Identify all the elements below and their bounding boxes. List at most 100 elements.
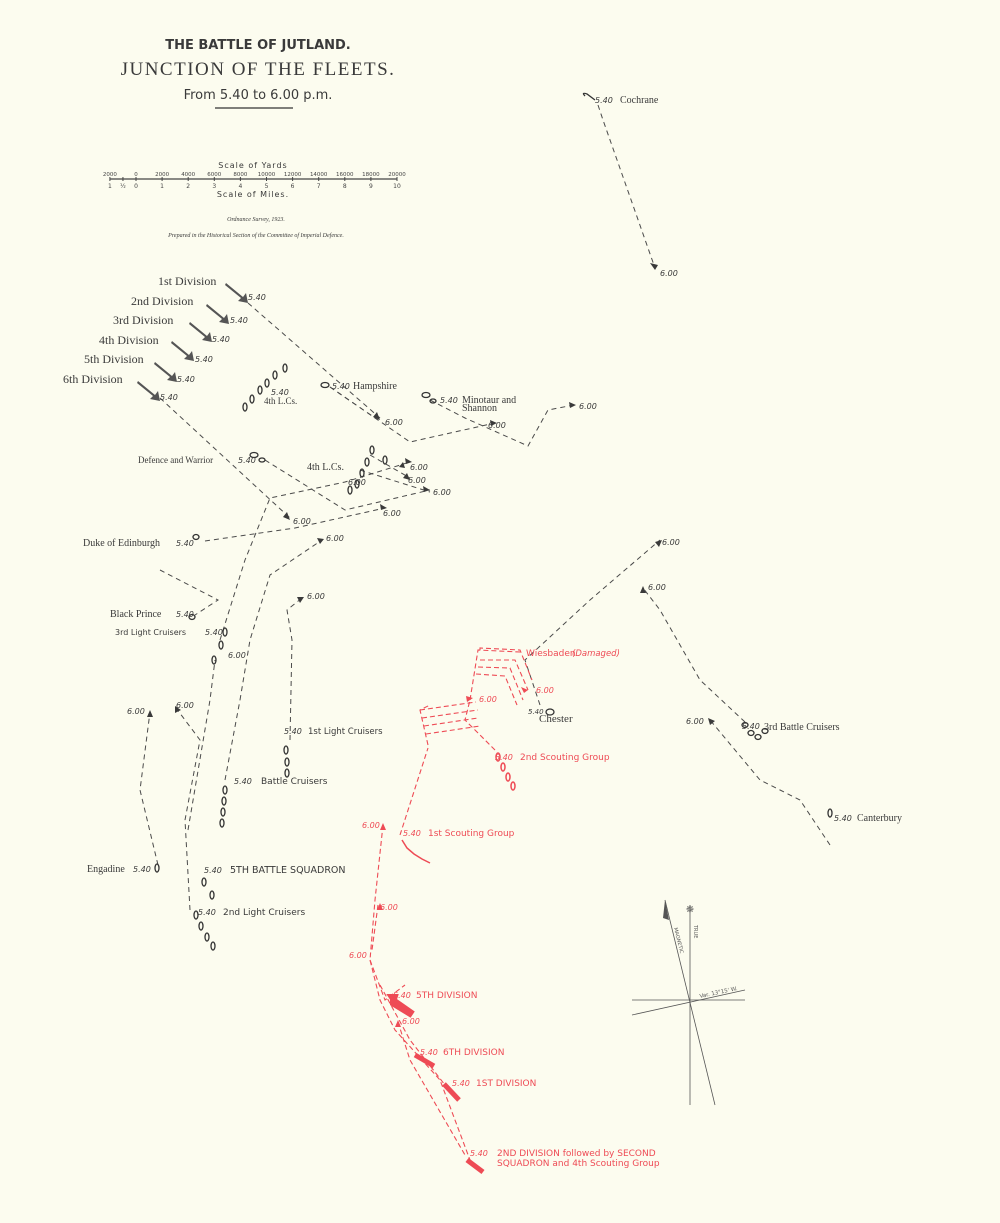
label-duke-of-edinburgh: Duke of Edinburgh	[83, 538, 160, 549]
time-label: 6.00	[383, 509, 401, 518]
label-2nd-scouting-group: 2nd Scouting Group	[520, 753, 610, 763]
label-shannon: Shannon	[462, 403, 497, 414]
scale-miles-label: Scale of Miles.	[217, 190, 289, 199]
title-block: THE BATTLE OF JUTLAND. JUNCTION OF THE F…	[121, 38, 396, 109]
label-wiesbaden: Wiesbaden	[526, 649, 576, 659]
time-label: 6.00	[479, 695, 497, 704]
time-label: 6.00	[326, 534, 344, 543]
time-label: 5.40	[230, 316, 248, 325]
grand-fleet-arrows	[137, 283, 248, 401]
time-label: 5.40	[271, 388, 289, 397]
mile-tick-label: 8	[343, 183, 347, 190]
time-label: 5.40	[528, 708, 544, 716]
mile-tick-label: 9	[369, 183, 373, 190]
time-label: 6.00	[293, 517, 311, 526]
yard-tick-label: 8000	[233, 172, 247, 178]
time-label: 5.40	[403, 829, 421, 838]
time-label: 5.40	[742, 722, 760, 731]
time-label: 5.40	[205, 628, 223, 637]
compass-rose: ✵ TRUE MAGNETIC Var. 13°15' W.	[631, 899, 746, 1106]
time-label: 5.40	[160, 393, 178, 402]
label-minotaur: Minotaur and	[462, 395, 516, 406]
label-3rd-battle-cruisers: 3rd Battle Cruisers	[764, 722, 840, 733]
time-label: 6.00	[579, 402, 597, 411]
mile-tick-label: 5	[265, 183, 269, 190]
credit-prepared: Prepared in the Historical Section of th…	[167, 232, 344, 239]
label-defence-warrior: Defence and Warrior	[138, 455, 213, 465]
time-label: 6.00	[662, 538, 680, 547]
time-label: 5.40	[133, 865, 151, 874]
time-label: 5.40	[195, 355, 213, 364]
time-label: 5.40	[198, 908, 216, 917]
yard-tick-label: 6000	[207, 172, 221, 178]
label-battle-cruisers: Battle Cruisers	[261, 777, 328, 787]
time-label: 5.40	[212, 335, 230, 344]
time-label: 5.40	[393, 991, 411, 1000]
label-variation: Var. 13°15' W.	[699, 986, 738, 1000]
label-4th-lcs-2: 4th L.Cs.	[307, 462, 344, 473]
time-label: 5.40	[495, 753, 513, 762]
time-label: 6.00	[488, 421, 506, 430]
time-label: 5.40	[595, 96, 613, 105]
time-label: 5.40	[452, 1079, 470, 1088]
time-label: 5.40	[284, 727, 302, 736]
time-label: 5.40	[834, 814, 852, 823]
label-magnetic: MAGNETIC	[672, 927, 684, 955]
label-2nd-division: 2nd Division	[131, 294, 193, 308]
scale-yards-label: Scale of Yards	[218, 161, 287, 170]
label-german-5th-division: 5TH DIVISION	[416, 991, 477, 1001]
label-german-2nd-division: 2ND DIVISION followed by SECOND	[497, 1149, 656, 1159]
time-label: 5.40	[470, 1149, 488, 1158]
label-chester: Chester	[539, 713, 573, 725]
time-label: 6.00	[127, 707, 145, 716]
mile-tick-label: 2	[186, 183, 190, 190]
mile-tick-label: 4	[238, 183, 242, 190]
time-label: 5.40	[204, 866, 222, 875]
time-label: 6.00	[408, 476, 426, 485]
mile-tick-label: 7	[317, 183, 321, 190]
label-german-2nd-division-2: SQUADRON and 4th Scouting Group	[497, 1159, 660, 1169]
mile-tick-label: 1	[160, 183, 164, 190]
yard-tick-label: 12000	[284, 172, 302, 178]
yard-tick-label: 10000	[258, 172, 276, 178]
yard-tick-label: 4000	[181, 172, 195, 178]
mile-tick-label: 6	[291, 183, 295, 190]
label-cochrane: Cochrane	[620, 95, 659, 106]
mile-tick-label: 0	[134, 183, 138, 190]
label-5th-battle-squadron: 5TH BATTLE SQUADRON	[230, 865, 346, 876]
title-line1: THE BATTLE OF JUTLAND.	[165, 38, 351, 53]
time-label: 6.00	[660, 269, 678, 278]
time-label: 6.00	[380, 903, 398, 912]
time-label: 5.40	[332, 382, 350, 391]
title-line3: From 5.40 to 6.00 p.m.	[184, 88, 333, 103]
time-label: 6.00	[385, 418, 403, 427]
time-label: 6.00	[228, 651, 246, 660]
time-label: 5.40	[176, 539, 194, 548]
time-label: 5.40	[248, 293, 266, 302]
label-engadine: Engadine	[87, 864, 125, 875]
label-1st-scouting-group: 1st Scouting Group	[428, 829, 515, 839]
label-2nd-light-cruisers: 2nd Light Cruisers	[223, 908, 305, 918]
british-labels: 5.40 Cochrane 6.00 1st Division 2nd Divi…	[63, 95, 902, 918]
time-label: 6.00	[349, 951, 367, 960]
credits: Ordnance Survey, 1923. Prepared in the H…	[167, 217, 344, 239]
scale-bar: Scale of Yards Scale of Miles. 2000 0 2000…	[103, 161, 406, 199]
time-label: 5.40	[238, 456, 256, 465]
label-3rd-division: 3rd Division	[113, 313, 173, 327]
yard-tick-label: 2000	[103, 172, 117, 178]
yard-tick-label: 0	[134, 172, 138, 178]
label-3rd-light-cruisers: 3rd Light Cruisers	[115, 628, 186, 637]
yard-tick-label: 2000	[155, 172, 169, 178]
german-labels: Wiesbaden (Damaged) 6.00 6.00 5.40 2nd S…	[349, 649, 660, 1169]
label-damaged: (Damaged)	[572, 649, 620, 659]
title-line2: JUNCTION OF THE FLEETS.	[121, 59, 396, 80]
label-black-prince: Black Prince	[110, 609, 162, 620]
time-label: 6.00	[307, 592, 325, 601]
time-label: 6.00	[433, 488, 451, 497]
label-hampshire: Hampshire	[353, 381, 397, 392]
mile-tick-label: 1	[108, 183, 112, 190]
time-label: 6.00	[176, 701, 194, 710]
north-star-icon: ✵	[685, 903, 694, 916]
label-german-6th-division: 6TH DIVISION	[443, 1048, 504, 1058]
yard-tick-label: 18000	[362, 172, 380, 178]
